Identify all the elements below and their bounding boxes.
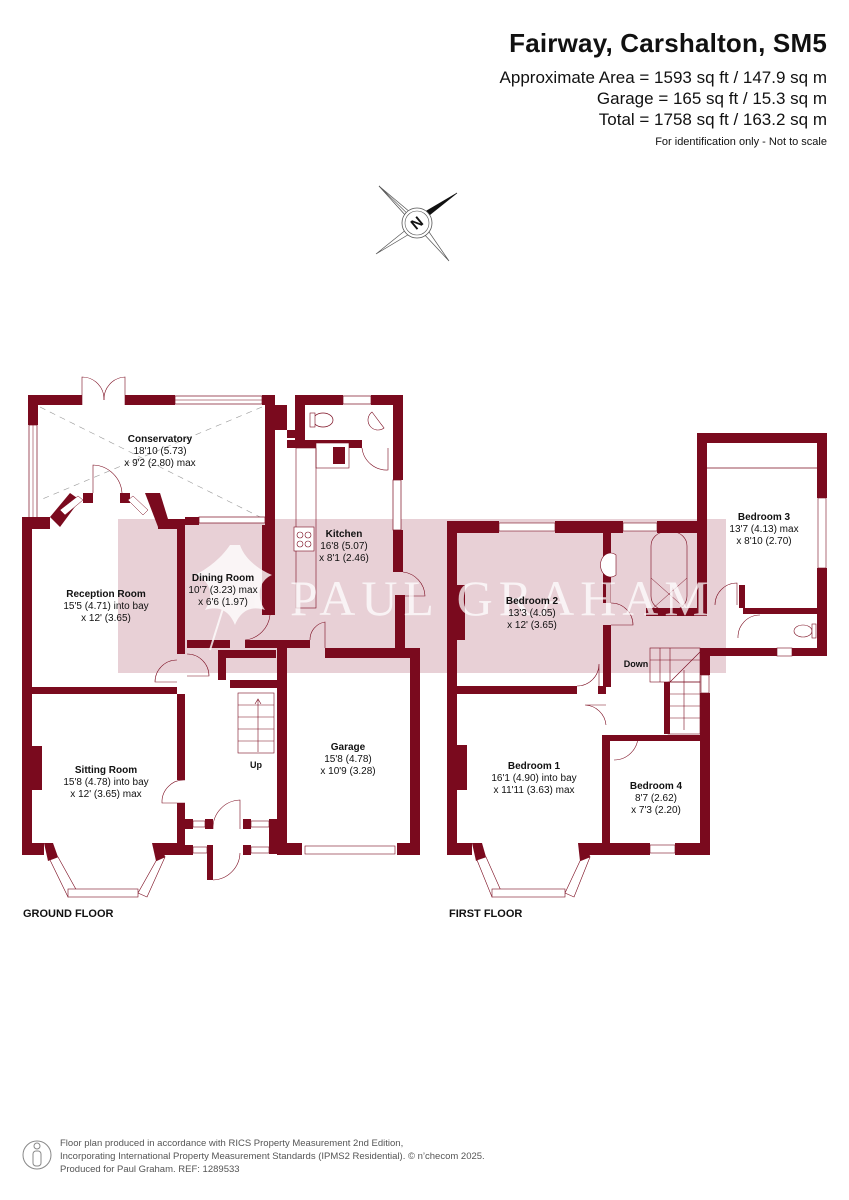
room-reception: Reception Room 15'5 (4.71) into bay x 12… [63,589,148,624]
svg-text:16'8 (5.07): 16'8 (5.07) [320,541,368,552]
room-garage: Garage 15'8 (4.78) x 10'9 (3.28) [320,742,375,777]
svg-text:x 12' (3.65) max: x 12' (3.65) max [70,789,141,800]
footer: Floor plan produced in accordance with R… [22,1137,485,1176]
room-bedroom-3: Bedroom 3 13'7 (4.13) max x 8'10 (2.70) [729,512,798,547]
person-icon [22,1140,52,1170]
footer-line-3: Produced for Paul Graham. REF: 1289533 [60,1164,240,1175]
svg-text:Bedroom 3: Bedroom 3 [738,512,791,523]
svg-text:15'8 (4.78): 15'8 (4.78) [324,754,372,765]
total-area: Total = 1758 sq ft / 163.2 sq m [598,110,827,129]
header: Fairway, Carshalton, SM5 Approximate Are… [500,28,827,148]
room-dining: Dining Room 10'7 (3.23) max x 6'6 (1.97) [188,573,257,608]
compass-north-icon: N [375,185,458,262]
svg-text:13'7 (4.13) max: 13'7 (4.13) max [729,524,798,535]
room-bedroom-2: Bedroom 2 13'3 (4.05) x 12' (3.65) [506,596,559,631]
svg-text:Bedroom 4: Bedroom 4 [630,781,683,792]
stairs-down-label: Down [624,659,649,669]
svg-text:18'10 (5.73): 18'10 (5.73) [133,446,186,457]
svg-text:15'5 (4.71) into bay: 15'5 (4.71) into bay [63,601,148,612]
approx-area: Approximate Area = 1593 sq ft / 147.9 sq… [499,68,827,87]
svg-text:Conservatory: Conservatory [128,434,193,445]
svg-text:x 7'3 (2.20): x 7'3 (2.20) [631,805,681,816]
first-floor-plan [447,433,827,898]
svg-text:x 9'2 (2.80) max: x 9'2 (2.80) max [124,458,195,469]
footer-line-2: Incorporating International Property Mea… [60,1151,485,1162]
garage-area: Garage = 165 sq ft / 15.3 sq m [596,89,827,108]
ground-floor-plan [22,376,426,898]
svg-text:10'7 (3.23) max: 10'7 (3.23) max [188,585,257,596]
svg-text:15'8 (4.78) into bay: 15'8 (4.78) into bay [63,777,148,788]
svg-text:8'7 (2.62): 8'7 (2.62) [635,793,677,804]
svg-text:x 10'9 (3.28): x 10'9 (3.28) [320,766,375,777]
svg-text:x 11'11 (3.63) max: x 11'11 (3.63) max [493,785,574,796]
svg-text:Kitchen: Kitchen [326,529,363,540]
scale-note: For identification only - Not to scale [655,136,827,148]
footer-line-1: Floor plan produced in accordance with R… [60,1138,404,1149]
svg-text:Sitting Room: Sitting Room [75,765,137,776]
room-bedroom-4: Bedroom 4 8'7 (2.62) x 7'3 (2.20) [630,781,683,816]
svg-text:x 6'6 (1.97): x 6'6 (1.97) [198,597,248,608]
svg-text:Bedroom 1: Bedroom 1 [508,761,561,772]
svg-text:Dining Room: Dining Room [192,573,254,584]
ground-floor-label: GROUND FLOOR [23,908,114,920]
room-conservatory: Conservatory 18'10 (5.73) x 9'2 (2.80) m… [124,434,195,469]
stairs-up-label: Up [250,760,262,770]
svg-text:Reception Room: Reception Room [66,589,146,600]
svg-text:16'1 (4.90) into bay: 16'1 (4.90) into bay [491,773,576,784]
svg-text:x 12' (3.65): x 12' (3.65) [507,620,557,631]
svg-text:x 8'10 (2.70): x 8'10 (2.70) [736,536,791,547]
svg-text:Garage: Garage [331,742,366,753]
room-sitting: Sitting Room 15'8 (4.78) into bay x 12' … [63,765,148,800]
property-title: Fairway, Carshalton, SM5 [509,28,827,58]
room-bedroom-1: Bedroom 1 16'1 (4.90) into bay x 11'11 (… [491,761,576,796]
watermark-text: PAUL GRAHAM [290,570,715,626]
svg-text:Bedroom 2: Bedroom 2 [506,596,559,607]
room-kitchen: Kitchen 16'8 (5.07) x 8'1 (2.46) [319,529,369,564]
svg-text:x 12' (3.65): x 12' (3.65) [81,613,131,624]
watermark-leaf-icon [195,545,272,651]
svg-text:13'3 (4.05): 13'3 (4.05) [508,608,556,619]
first-floor-label: FIRST FLOOR [449,908,523,920]
svg-text:x 8'1 (2.46): x 8'1 (2.46) [319,553,369,564]
